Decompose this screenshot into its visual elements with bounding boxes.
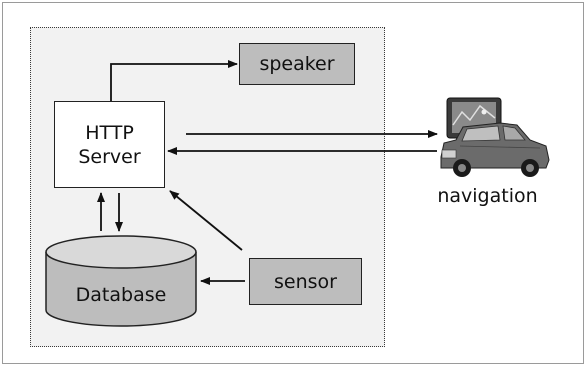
sensor-label: sensor (274, 270, 337, 293)
http-server-label-line1: HTTP (85, 121, 134, 144)
arrow-server-to-speaker (110, 60, 238, 101)
http-server-label-line2: Server (78, 145, 141, 168)
speaker-label: speaker (259, 53, 335, 75)
speaker-node: speaker (239, 43, 355, 85)
navigation-label: navigation (437, 185, 538, 207)
car-with-navigation-screen-icon (440, 97, 550, 177)
database-label: Database (75, 284, 167, 306)
arrow-sensor-to-server (169, 190, 243, 251)
database-cylinder-icon (45, 235, 197, 327)
http-server-node: HTTP Server (54, 101, 165, 188)
sensor-node: sensor (249, 258, 362, 305)
